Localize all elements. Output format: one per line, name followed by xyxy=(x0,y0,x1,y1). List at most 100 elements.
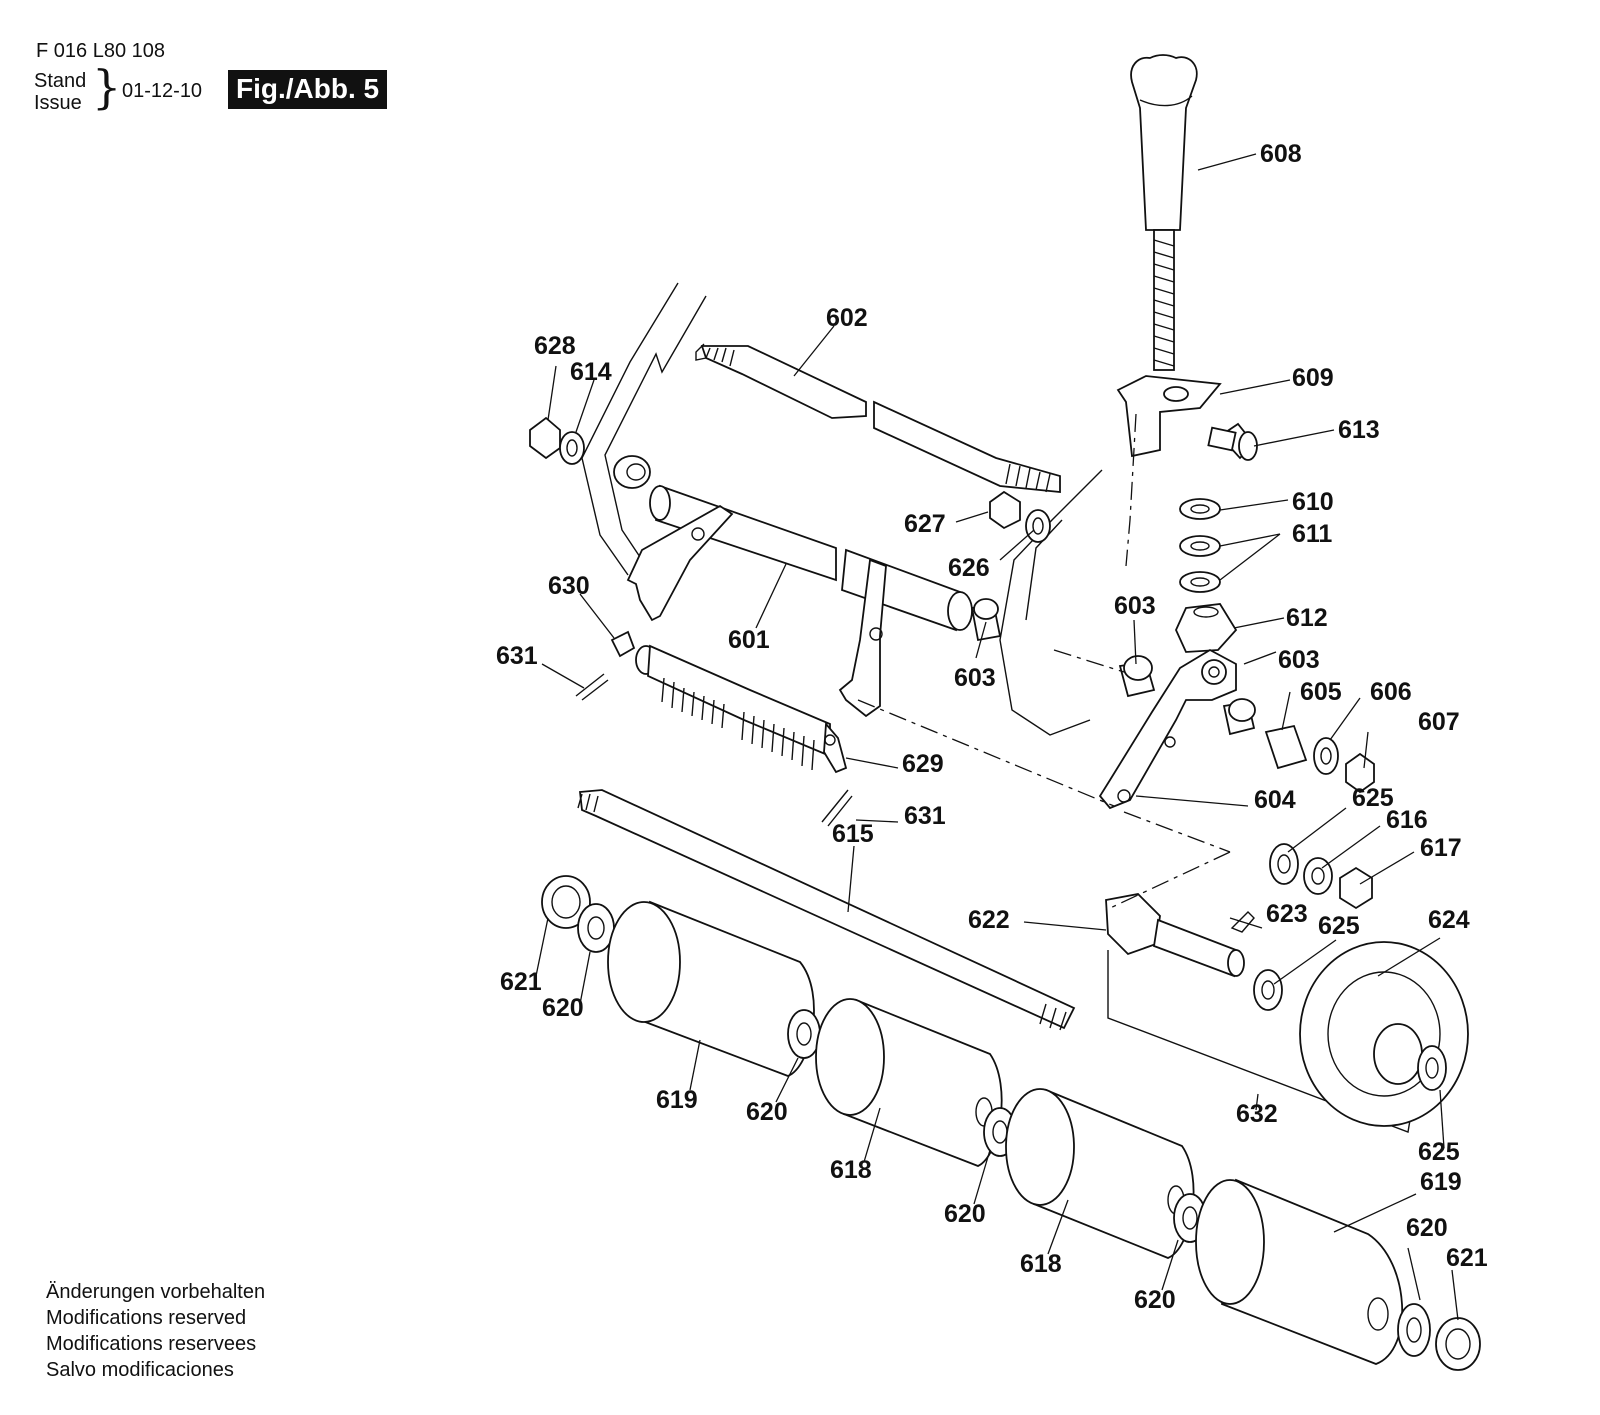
assembly-line-c xyxy=(857,699,1115,807)
part-614-washer xyxy=(559,431,585,465)
stand-issue-label: Stand Issue xyxy=(34,70,86,114)
label-631-b: 631 xyxy=(904,802,946,830)
label-630: 630 xyxy=(548,572,590,600)
part-620-washer-2 xyxy=(787,1009,821,1059)
label-629: 629 xyxy=(902,750,944,778)
part-614-washer-hole xyxy=(566,439,578,457)
part-608-handle xyxy=(1130,54,1198,371)
part-616-washer xyxy=(1303,857,1333,895)
label-620-e: 620 xyxy=(1134,1286,1176,1314)
part-610-washer-hole xyxy=(1190,504,1210,514)
note-spanish: Salvo modificaciones xyxy=(46,1359,234,1381)
label-616: 616 xyxy=(1386,806,1428,834)
label-625-a: 625 xyxy=(1352,784,1394,812)
part-620-washer-1-hole xyxy=(587,916,605,940)
label-614: 614 xyxy=(570,358,612,386)
part-616-washer-hole xyxy=(1311,867,1325,885)
assembly-line-e xyxy=(1105,851,1231,911)
label-603-a: 603 xyxy=(1114,592,1156,620)
part-625-washer-c-hole xyxy=(1425,1057,1439,1079)
note-english: Modifications reserved xyxy=(46,1307,247,1329)
part-603-bush-a xyxy=(970,598,1002,642)
part-613-screw xyxy=(1207,422,1258,461)
label-624: 624 xyxy=(1428,906,1470,934)
label-619-b: 619 xyxy=(1420,1168,1462,1196)
part-621-bearing-right xyxy=(1435,1317,1481,1371)
part-630-grease-nipple xyxy=(610,630,636,658)
label-602: 602 xyxy=(826,304,868,332)
label-632: 632 xyxy=(1236,1100,1278,1128)
part-618-roller-a xyxy=(815,998,1003,1167)
part-611-washer-b-hole xyxy=(1190,577,1210,587)
modification-notes: Änderungen vorbehalten Modifications res… xyxy=(46,1279,265,1383)
label-625-c: 625 xyxy=(1418,1138,1460,1166)
part-601-tube xyxy=(613,455,973,718)
figure-label: Fig./Abb. 5 xyxy=(228,70,388,109)
part-631-spring-b xyxy=(821,789,853,827)
part-606-washer xyxy=(1313,737,1339,775)
part-618-roller-b xyxy=(1005,1088,1195,1259)
part-631-spring-a xyxy=(575,673,609,701)
part-625-washer-a-hole xyxy=(1277,854,1291,874)
part-611-washer-a-hole xyxy=(1190,541,1210,551)
part-612-nut xyxy=(1175,603,1238,653)
label-604: 604 xyxy=(1254,786,1296,814)
part-623-split-pin xyxy=(1230,911,1255,933)
label-619-a: 619 xyxy=(656,1086,698,1114)
part-615-axle xyxy=(577,789,1076,1031)
issue-label: Issue xyxy=(34,92,82,114)
document-id: F 016 L80 108 xyxy=(36,40,165,62)
part-605-spacer xyxy=(1264,724,1308,770)
label-620-b: 620 xyxy=(746,1098,788,1126)
assembly-line-d xyxy=(1123,811,1231,853)
part-626-washer xyxy=(1025,509,1051,543)
label-612: 612 xyxy=(1286,604,1328,632)
label-627: 627 xyxy=(904,510,946,538)
part-622-stub-axle xyxy=(1105,893,1245,978)
label-620-c: 620 xyxy=(944,1200,986,1228)
part-619-roller-left xyxy=(607,900,815,1077)
part-629-comb xyxy=(635,644,848,774)
part-603-bush-c xyxy=(1222,698,1256,736)
part-625-washer-b-hole xyxy=(1261,980,1275,1000)
label-603-b: 603 xyxy=(954,664,996,692)
part-626-washer-hole xyxy=(1032,517,1044,535)
label-631-a: 631 xyxy=(496,642,538,670)
issue-date: 01-12-10 xyxy=(122,80,203,102)
leader-lines xyxy=(535,153,1459,1321)
label-601: 601 xyxy=(728,626,770,654)
label-623: 623 xyxy=(1266,900,1308,928)
part-606-washer-hole xyxy=(1320,747,1332,765)
part-625-washer-a xyxy=(1269,843,1299,885)
part-611-washer-a xyxy=(1179,535,1221,557)
label-609: 609 xyxy=(1292,364,1334,392)
brace-glyph: } xyxy=(92,60,122,114)
part-602-shaft xyxy=(695,343,1061,493)
part-604-lever xyxy=(1098,648,1237,810)
part-628-nut xyxy=(529,416,561,460)
label-603-c: 603 xyxy=(1278,646,1320,674)
part-620-washer-4-hole xyxy=(1182,1206,1198,1230)
label-625-b: 625 xyxy=(1318,912,1360,940)
label-621-a: 621 xyxy=(500,968,542,996)
part-621-bearing-left xyxy=(541,875,591,929)
label-606: 606 xyxy=(1370,678,1412,706)
assembly-line-a xyxy=(1125,413,1137,567)
label-615: 615 xyxy=(832,820,874,848)
part-611-washer-b xyxy=(1179,571,1221,593)
part-627-nut xyxy=(989,490,1021,530)
label-613: 613 xyxy=(1338,416,1380,444)
part-625-washer-c xyxy=(1417,1045,1447,1091)
label-611: 611 xyxy=(1292,520,1332,548)
label-618-a: 618 xyxy=(830,1156,872,1184)
label-628: 628 xyxy=(534,332,576,360)
label-622: 622 xyxy=(968,906,1010,934)
assembly-line-b xyxy=(1053,649,1125,673)
label-617: 617 xyxy=(1420,834,1462,862)
label-621-b: 621 xyxy=(1446,1244,1488,1272)
label-607: 607 xyxy=(1418,708,1460,736)
part-624-roller xyxy=(1299,941,1469,1127)
label-618-b: 618 xyxy=(1020,1250,1062,1278)
label-608: 608 xyxy=(1260,140,1302,168)
